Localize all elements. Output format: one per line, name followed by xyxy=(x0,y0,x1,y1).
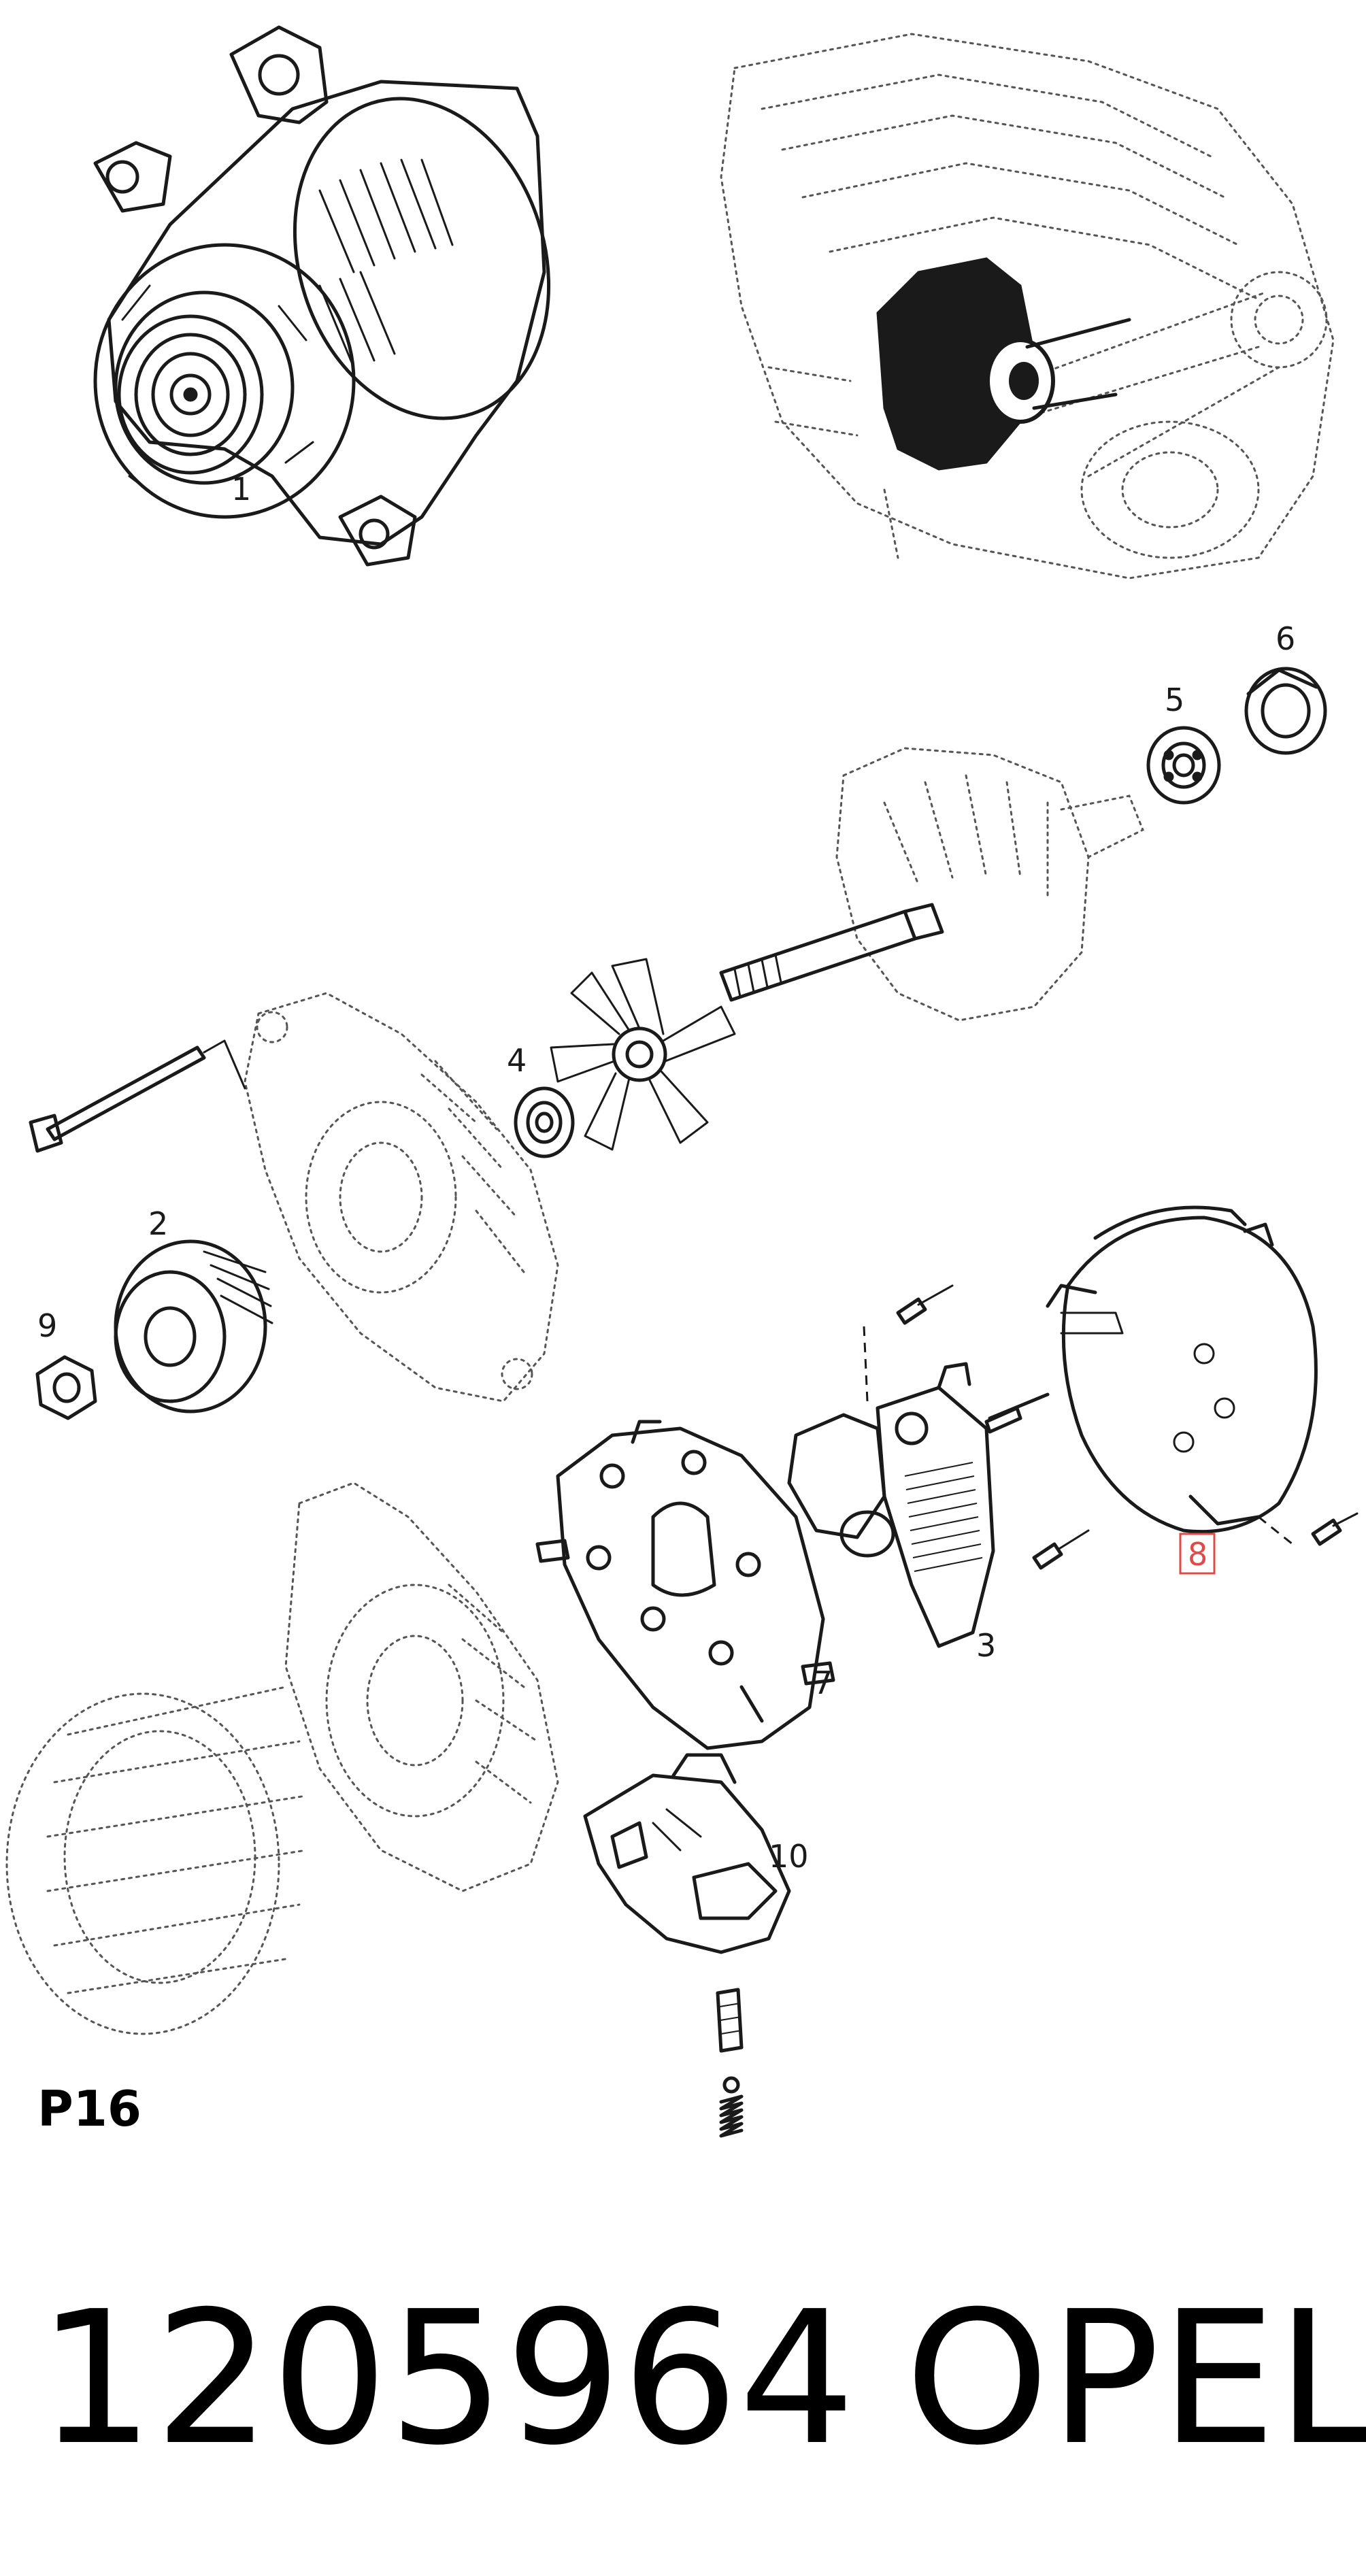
fan-drawing xyxy=(550,958,736,1151)
part-5-bearing xyxy=(1146,726,1221,805)
callout-5: 5 xyxy=(1165,682,1184,718)
part-3-regulator xyxy=(787,1362,995,1648)
part-9-nut xyxy=(35,1355,97,1420)
callout-8: 8 xyxy=(1188,1536,1207,1573)
callout-7: 7 xyxy=(813,1665,833,1701)
part-6-end-cap xyxy=(1244,667,1327,755)
callout-6: 6 xyxy=(1276,620,1295,657)
alternator-assembly-drawing xyxy=(93,25,551,567)
callout-2: 2 xyxy=(148,1205,168,1242)
callout-3: 3 xyxy=(976,1627,996,1664)
part-10-brush-holder xyxy=(583,1753,791,1954)
front-housing-drawing xyxy=(29,992,559,1403)
part-4-bearing xyxy=(514,1086,575,1158)
stator-drawing xyxy=(5,1686,307,2035)
part-7-rectifier xyxy=(535,1420,835,1750)
part-2-pulley xyxy=(114,1239,273,1414)
callout-8-highlight-box xyxy=(1179,1533,1216,1575)
engine-location-sketch xyxy=(720,33,1335,580)
small-bolts xyxy=(863,1284,1359,1570)
rotor-drawing xyxy=(719,747,1144,1022)
callout-10: 10 xyxy=(769,1838,809,1875)
sheet-code: P16 xyxy=(37,2080,141,2137)
callout-labels: 1 2 3 4 5 6 7 8 9 10 xyxy=(37,471,1295,1875)
part-8-rear-cover xyxy=(1046,1205,1318,1534)
brand-name: OPEL xyxy=(905,2271,1366,2486)
callout-1: 1 xyxy=(231,471,251,507)
brush-and-spring xyxy=(716,1988,744,2138)
rear-housing-drawing xyxy=(284,1482,559,1892)
callout-4: 4 xyxy=(507,1042,527,1079)
callout-9: 9 xyxy=(37,1307,57,1344)
part-number: 1205964 xyxy=(37,2271,855,2486)
